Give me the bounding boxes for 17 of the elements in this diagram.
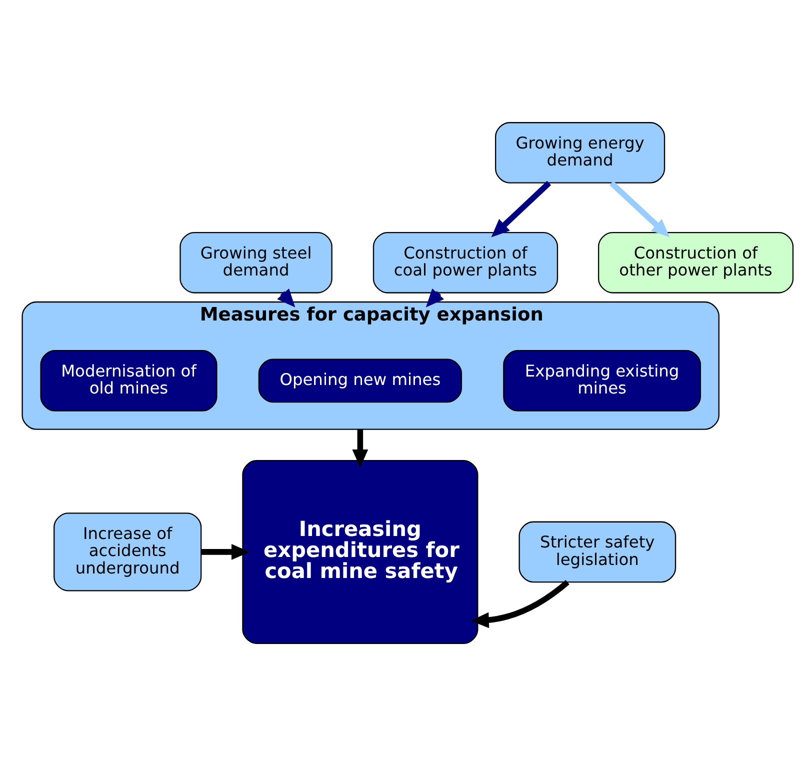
arrow	[426, 288, 444, 307]
arrow	[277, 288, 296, 307]
arrow	[470, 579, 570, 628]
node-box: Stricter safety legislation	[518, 520, 676, 582]
node-box: Construction of other power plants	[598, 231, 794, 293]
arrow	[609, 180, 670, 237]
arrow	[491, 180, 552, 237]
node-box: Growing energy demand	[495, 122, 666, 183]
node-box: Construction of coal power plants	[372, 231, 558, 293]
node-box: Opening new mines	[258, 358, 462, 402]
arrow	[352, 428, 368, 468]
node-box: Expanding existing mines	[503, 350, 701, 411]
node-box: Modernisation of old mines	[40, 350, 218, 411]
node-box: Increasing expenditures for coal mine safety	[242, 459, 478, 644]
node-box: Increase of accidents underground	[54, 512, 202, 591]
node-box: Growing steel demand	[180, 231, 332, 293]
arrow	[201, 543, 250, 560]
